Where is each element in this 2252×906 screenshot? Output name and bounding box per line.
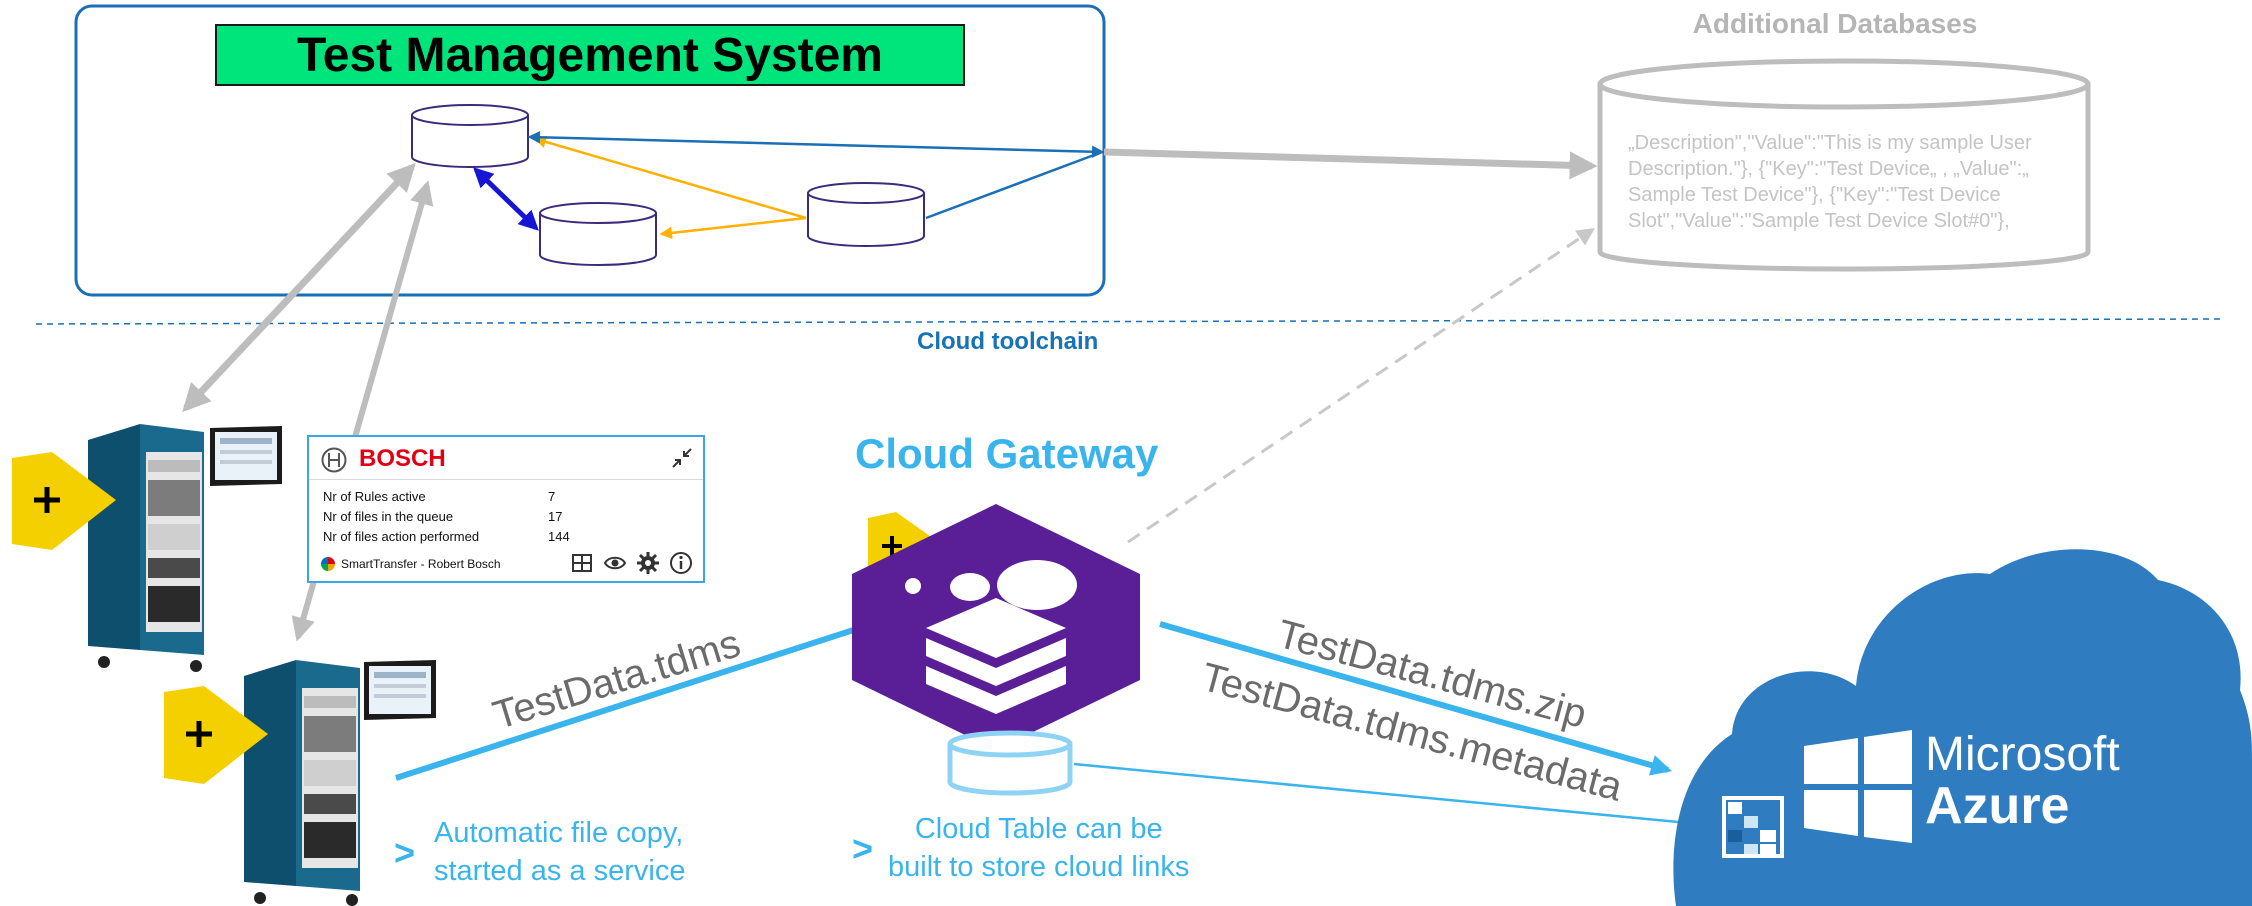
stat-row: Nr of files in the queue 17	[323, 509, 562, 524]
test-rack-2	[244, 660, 436, 906]
cloud-separator	[35, 318, 2221, 325]
smart-transfer-panel: BOSCH Nr of Rules active 7 Nr of files in…	[307, 435, 705, 583]
db-content-line: Description."}, {"Key":"Test Device„ , „…	[1628, 158, 2029, 180]
stat-label: Nr of Rules active	[323, 489, 426, 504]
azure-table-icon	[1722, 796, 1784, 858]
arrow-db-sync	[473, 167, 539, 231]
info-icon[interactable]	[669, 551, 693, 575]
db-content-line: Sample Test Device"}, {"Key":"Test Devic…	[1628, 184, 2001, 206]
tms-title: Test Management System	[215, 24, 965, 86]
caption-line: Automatic file copy,	[434, 817, 684, 849]
labview-plus-icon-1	[12, 452, 116, 550]
arrow-table-to-azure	[1073, 762, 1723, 833]
gateway-stack-icon	[852, 504, 1140, 750]
arrow-rack1-tms	[182, 162, 416, 413]
smarttransfer-logo-icon	[321, 557, 335, 571]
caption-line: built to store cloud links	[888, 851, 1190, 883]
cloud-gateway-title: Cloud Gateway	[855, 430, 1159, 477]
caption-line: Cloud Table can be	[914, 813, 1163, 845]
gear-icon[interactable]	[636, 551, 660, 575]
panel-header: BOSCH	[309, 437, 703, 480]
labview-plus-icon-2	[164, 686, 268, 784]
footer-text: SmartTransfer - Robert Bosch	[341, 557, 501, 571]
arrow-right-db-to-export	[925, 150, 1103, 220]
table-icon[interactable]	[570, 551, 594, 575]
tms-db-top	[411, 104, 529, 168]
bosch-brand: BOSCH	[359, 445, 446, 472]
tms-db-bottom-left	[539, 202, 657, 266]
stat-value: 17	[548, 509, 563, 524]
arrow-gateway-to-azure	[1159, 621, 1673, 776]
arrow-top-db-to-export	[527, 131, 1105, 158]
test-rack-1	[88, 424, 282, 672]
caption-line: started as a service	[434, 855, 686, 887]
chevron-right-icon: >	[394, 832, 416, 873]
db-content-line: „Description","Value":"This is my sample…	[1628, 132, 2032, 154]
cloud-table-cylinder	[947, 730, 1073, 796]
additional-databases-title: Additional Databases	[1692, 8, 1978, 39]
additional-db-cylinder	[1597, 58, 2091, 272]
stat-value: 144	[548, 529, 570, 544]
file-copy-caption: Automatic file copy, started as a servic…	[434, 814, 685, 890]
arrow-to-additional-db	[1103, 148, 1598, 180]
eye-icon[interactable]	[603, 551, 627, 575]
arrow-gateway-to-additional-db	[1127, 227, 1595, 544]
additional-db-content: „Description","Value":"This is my sample…	[1628, 130, 2088, 234]
stat-row: Nr of Rules active 7	[323, 489, 555, 504]
stat-value: 7	[548, 489, 556, 504]
azure-label: Azure	[1925, 777, 2070, 835]
panel-footer: SmartTransfer - Robert Bosch	[321, 557, 501, 571]
arrow-yellow-to-left-db	[659, 216, 807, 240]
bosch-logo-icon	[321, 447, 347, 473]
arrow-upload-to-gateway	[395, 619, 876, 781]
stat-label: Nr of files action performed	[323, 529, 480, 544]
cloud-table-caption: Cloud Table can be built to store cloud …	[888, 810, 1189, 886]
panel-tools	[570, 551, 693, 575]
collapse-icon[interactable]	[671, 447, 693, 469]
chevron-right-icon: >	[852, 828, 874, 869]
stat-row: Nr of files action performed 144	[323, 529, 570, 544]
stat-label: Nr of files in the queue	[323, 509, 454, 524]
cloud-toolchain-label: Cloud toolchain	[917, 328, 1099, 355]
db-content-line: Slot","Value":"Sample Test Device Slot#0…	[1628, 210, 2010, 232]
tms-db-bottom-right	[807, 182, 925, 247]
windows-logo-icon	[1804, 730, 1912, 843]
azure-microsoft-label: Microsoft	[1925, 728, 2120, 781]
